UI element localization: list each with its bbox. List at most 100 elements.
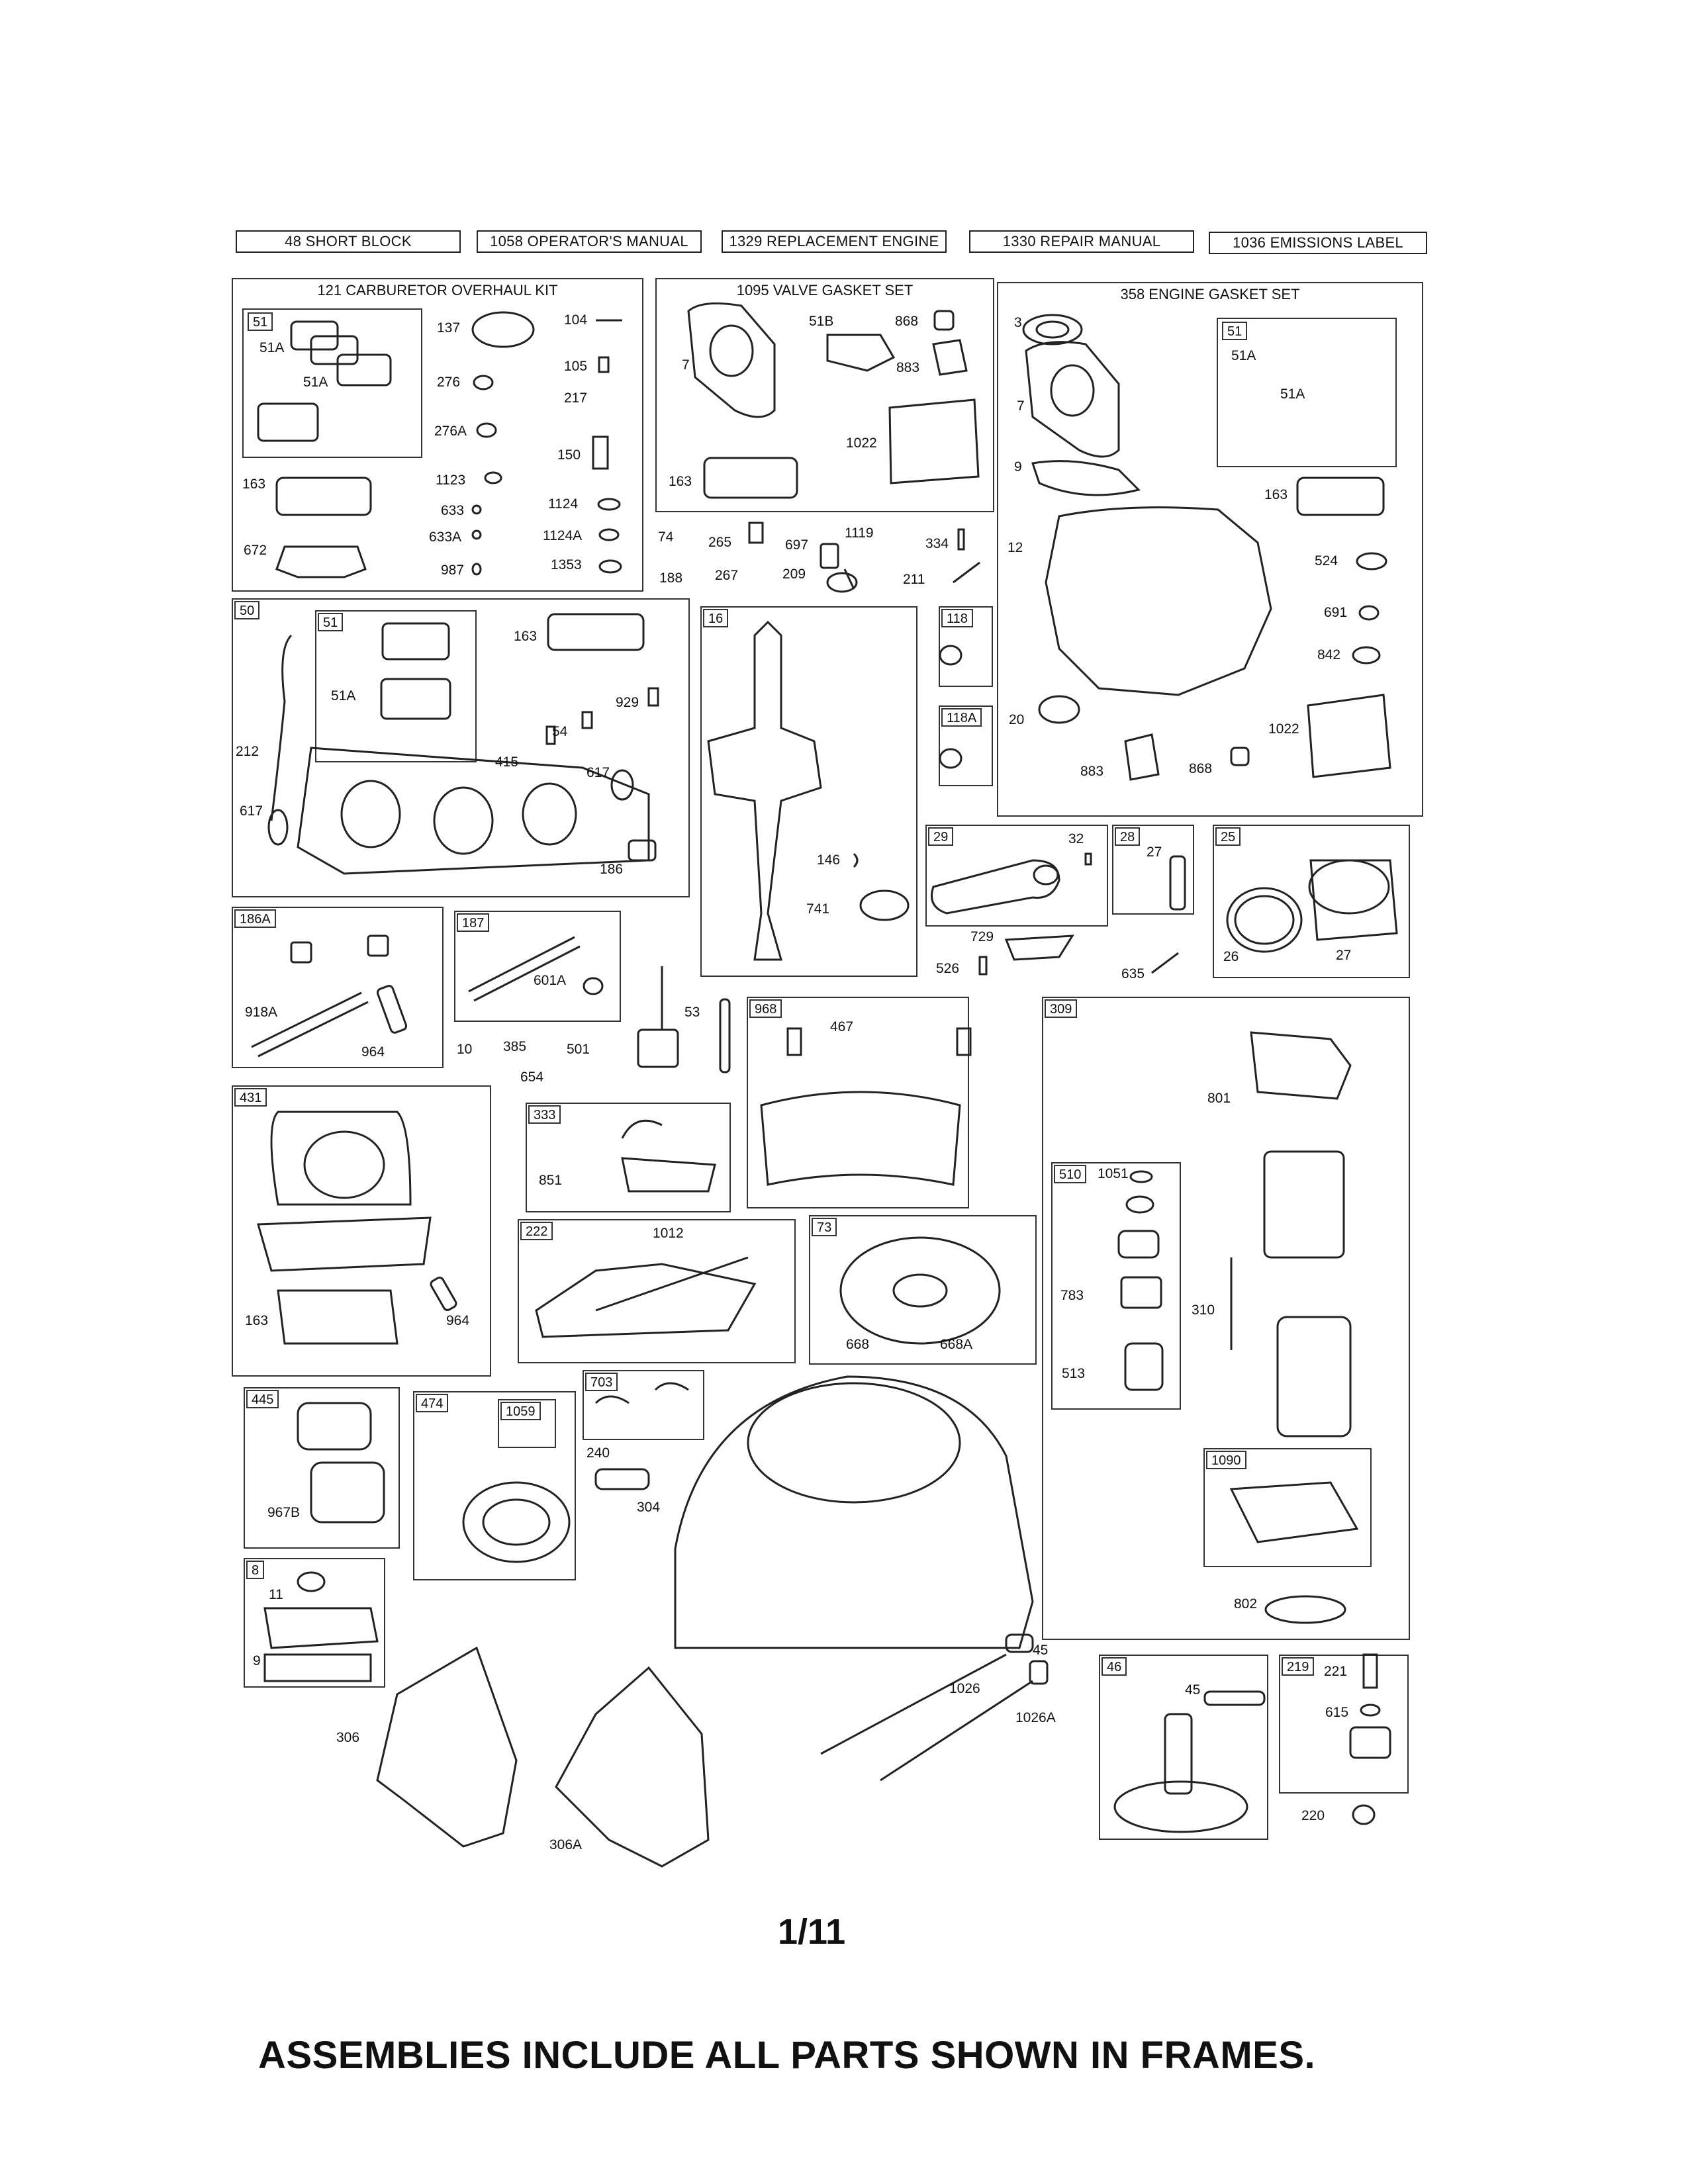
- part-label: 306A: [549, 1837, 583, 1852]
- part-label: 868: [1189, 761, 1213, 776]
- frame-968: [747, 997, 969, 1208]
- part-label: 51A: [1280, 387, 1305, 402]
- frame-73: [809, 1215, 1037, 1365]
- header-box-emissions-label: 1036 EMISSIONS LABEL: [1209, 232, 1427, 254]
- part-label: 221: [1324, 1664, 1348, 1679]
- part-label: 20: [1009, 712, 1025, 727]
- part-label: 45: [1185, 1682, 1201, 1698]
- part-label: 1012: [653, 1226, 684, 1241]
- part-label: 802: [1234, 1596, 1258, 1612]
- frame-703: [583, 1370, 704, 1440]
- part-label: 524: [1315, 553, 1338, 569]
- part-label: 883: [896, 360, 920, 375]
- part-label: 51B: [809, 314, 834, 329]
- part-label: 729: [970, 929, 994, 944]
- part-label: 9: [1014, 459, 1022, 475]
- frame-187: [454, 911, 621, 1022]
- tag-186a: 186A: [234, 909, 276, 928]
- part-label: 842: [1317, 647, 1341, 662]
- part-label: 163: [514, 629, 538, 644]
- header-box-replacement-engine: 1329 REPLACEMENT ENGINE: [722, 230, 947, 253]
- part-label: 11: [269, 1587, 283, 1602]
- part-label: 654: [520, 1069, 544, 1085]
- part-label: 601A: [534, 973, 567, 988]
- part-label: 633: [441, 503, 465, 518]
- part-label: 163: [669, 474, 692, 489]
- part-label: 635: [1121, 966, 1145, 981]
- part-label: 1124: [548, 496, 579, 512]
- part-label: 1123: [436, 473, 466, 488]
- frame-29: [925, 825, 1108, 927]
- part-label: 310: [1192, 1302, 1215, 1318]
- tag-51-carb: 51: [248, 312, 273, 331]
- part-label: 1051: [1098, 1166, 1129, 1181]
- part-label: 276A: [434, 424, 467, 439]
- part-label: 918A: [245, 1005, 278, 1020]
- part-label: 306: [336, 1730, 360, 1745]
- tag-50: 50: [234, 601, 260, 619]
- part-label: 74: [658, 529, 674, 545]
- part-label: 51A: [303, 375, 328, 390]
- part-label: 27: [1147, 844, 1162, 860]
- frame-25: [1213, 825, 1410, 978]
- tag-187: 187: [457, 913, 490, 932]
- part-label: 51A: [259, 340, 285, 355]
- part-label: 7: [1017, 398, 1025, 414]
- page-number: 1/11: [778, 1912, 846, 1952]
- part-label: 163: [242, 477, 266, 492]
- part-label: 967B: [267, 1505, 301, 1520]
- tag-118a: 118A: [941, 708, 982, 727]
- carburetor-kit-frame: 121 CARBURETOR OVERHAUL KIT: [232, 278, 643, 592]
- valve-gasket-frame: 1095 VALVE GASKET SET: [655, 278, 994, 512]
- tag-28: 28: [1115, 827, 1141, 846]
- part-label: 105: [564, 359, 588, 374]
- frame-50: [232, 598, 690, 897]
- engine-gasket-frame: 358 ENGINE GASKET SET: [997, 282, 1423, 817]
- tag-431: 431: [234, 1088, 267, 1107]
- part-label: 526: [936, 961, 960, 976]
- tag-29: 29: [928, 827, 954, 846]
- frame-431: [232, 1085, 491, 1377]
- tag-703: 703: [585, 1373, 618, 1391]
- part-label: 211: [903, 572, 925, 587]
- part-label: 617: [586, 765, 610, 780]
- tag-46: 46: [1102, 1657, 1127, 1676]
- frame-186a: [232, 907, 444, 1068]
- part-label: 12: [1008, 540, 1023, 555]
- part-label: 186: [600, 862, 624, 877]
- frame-333: [526, 1103, 731, 1212]
- part-label: 1353: [551, 557, 582, 572]
- part-label: 267: [715, 568, 739, 583]
- frame-309: [1042, 997, 1410, 1640]
- part-label: 334: [925, 536, 949, 551]
- part-label: 1124A: [543, 528, 583, 543]
- part-label: 1022: [846, 435, 877, 451]
- part-label: 1119: [845, 525, 874, 541]
- tag-16: 16: [703, 609, 729, 627]
- frame-16: [700, 606, 917, 977]
- part-label: 801: [1207, 1091, 1231, 1106]
- tag-73: 73: [812, 1218, 837, 1236]
- header-box-operators-manual: 1058 OPERATOR'S MANUAL: [477, 230, 702, 253]
- part-label: 9: [253, 1653, 261, 1668]
- part-label: 27: [1336, 948, 1352, 963]
- part-label: 304: [637, 1500, 661, 1515]
- tag-51-engine: 51: [1222, 322, 1248, 340]
- part-label: 276: [437, 375, 461, 390]
- part-label: 1026: [949, 1681, 980, 1696]
- part-label: 633A: [429, 529, 462, 545]
- frame-1090: [1203, 1448, 1372, 1567]
- part-label: 513: [1062, 1366, 1086, 1381]
- part-label: 217: [564, 390, 588, 406]
- part-label: 415: [495, 754, 519, 770]
- part-label: 150: [557, 447, 581, 463]
- carburetor-kit-title: 121 CARBURETOR OVERHAUL KIT: [317, 282, 558, 298]
- part-label: 851: [539, 1173, 563, 1188]
- tag-445: 445: [246, 1390, 279, 1408]
- frame-222: [518, 1219, 796, 1363]
- tag-968: 968: [749, 999, 782, 1018]
- part-label: 987: [441, 563, 465, 578]
- part-label: 501: [567, 1042, 590, 1057]
- part-label: 146: [817, 852, 841, 868]
- part-label: 691: [1324, 605, 1348, 620]
